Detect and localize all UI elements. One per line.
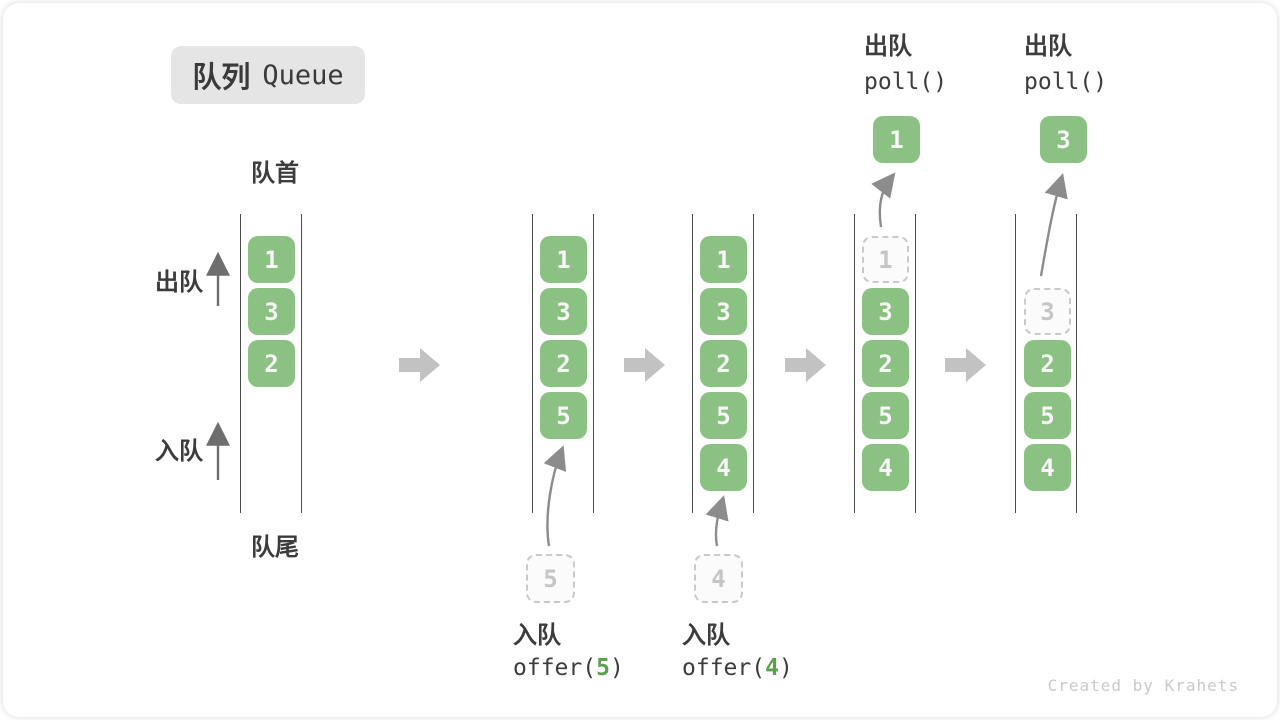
queue-cell: 4 xyxy=(862,444,909,491)
queue-cell: 3 xyxy=(700,288,747,335)
next-step-arrow-icon xyxy=(785,348,826,382)
queue-container-state4 xyxy=(854,214,916,513)
next-step-arrow-icon xyxy=(399,348,440,382)
queue-cell: 4 xyxy=(1024,444,1071,491)
queue-cell: 1 xyxy=(540,236,587,283)
queue-cell: 5 xyxy=(700,392,747,439)
offer5-code: offer(5) xyxy=(513,655,624,681)
queue-container-state3 xyxy=(692,214,754,513)
queue-container-state1 xyxy=(240,214,302,513)
title-en: Queue xyxy=(262,59,344,91)
queue-cell: 3 xyxy=(862,288,909,335)
incoming-cell: 5 xyxy=(526,554,575,603)
removed-cell: 3 xyxy=(1024,288,1071,335)
popped-cell: 3 xyxy=(1040,116,1087,163)
queue-container-state2 xyxy=(532,214,594,513)
offer4-code: offer(4) xyxy=(682,655,793,681)
queue-rear-label: 队尾 xyxy=(251,533,299,561)
queue-cell: 5 xyxy=(862,392,909,439)
offer4-code-fn: offer( xyxy=(682,655,766,681)
popped-cell: 1 xyxy=(873,116,920,163)
offer4-code-close: ) xyxy=(778,655,793,681)
offer5-label: 入队 xyxy=(513,621,561,649)
queue-cell: 3 xyxy=(248,288,295,335)
queue-cell: 5 xyxy=(540,392,587,439)
removed-cell: 1 xyxy=(862,236,909,283)
title-zh: 队列 xyxy=(192,60,251,94)
title-badge: 队列 Queue xyxy=(171,46,365,104)
offer5-code-arg: 5 xyxy=(596,655,610,681)
next-step-arrow-icon xyxy=(624,348,665,382)
queue-diagram-card: 队列 Queue 队首 队尾 出队 入队 1 3 2 1 3 2 5 5 1 3… xyxy=(3,3,1277,717)
queue-cell: 2 xyxy=(1024,340,1071,387)
enqueue-label: 入队 xyxy=(155,437,203,465)
dequeue-label: 出队 xyxy=(155,268,203,296)
queue-cell: 2 xyxy=(700,340,747,387)
poll1-code: poll() xyxy=(864,69,948,95)
watermark: Created by Krahets xyxy=(1047,676,1239,695)
offer5-code-fn: offer( xyxy=(513,655,597,681)
queue-container-state5 xyxy=(1015,214,1077,513)
incoming-cell: 4 xyxy=(694,554,743,603)
queue-cell: 1 xyxy=(248,236,295,283)
poll2-code: poll() xyxy=(1024,69,1108,95)
offer4-label: 入队 xyxy=(682,621,730,649)
poll1-label: 出队 xyxy=(864,32,912,60)
offer5-code-close: ) xyxy=(609,655,624,681)
poll2-label: 出队 xyxy=(1024,32,1072,60)
queue-front-label: 队首 xyxy=(251,159,299,187)
offer4-code-arg: 4 xyxy=(765,655,779,681)
queue-cell: 4 xyxy=(700,444,747,491)
queue-cell: 2 xyxy=(862,340,909,387)
queue-cell: 2 xyxy=(540,340,587,387)
queue-cell: 2 xyxy=(248,340,295,387)
queue-cell: 3 xyxy=(540,288,587,335)
queue-cell: 1 xyxy=(700,236,747,283)
next-step-arrow-icon xyxy=(945,348,986,382)
queue-cell: 5 xyxy=(1024,392,1071,439)
